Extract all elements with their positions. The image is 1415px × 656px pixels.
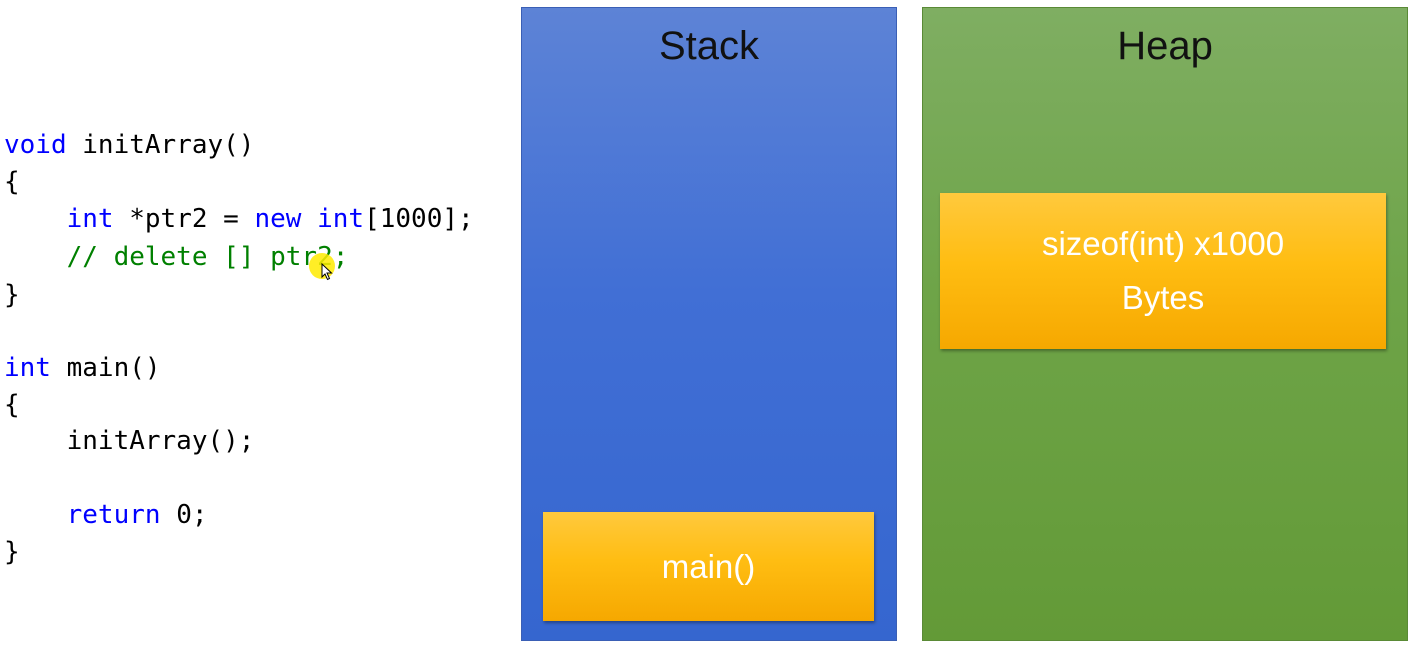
code-line: } — [4, 278, 20, 312]
code-text: initArray() — [66, 130, 255, 160]
stack-frame-main: main() — [543, 512, 874, 621]
heap-title: Heap — [1117, 24, 1213, 68]
code-text: } — [4, 537, 20, 567]
code-keyword: void — [4, 130, 67, 160]
code-keyword: new — [254, 204, 302, 234]
code-text: } — [4, 280, 20, 310]
code-line: { — [4, 388, 20, 422]
code-text: main() — [50, 353, 161, 383]
code-line: } — [4, 535, 20, 569]
code-line: return 0; — [4, 498, 208, 532]
code-line: void initArray() — [4, 128, 254, 162]
code-line: { — [4, 165, 20, 199]
code-text: 0; — [160, 500, 208, 530]
code-text: *ptr2 = — [113, 204, 255, 234]
heap-block-unit-label: Bytes — [1121, 279, 1205, 316]
code-text: [1000]; — [364, 204, 474, 234]
code-keyword: int — [317, 204, 365, 234]
code-text: { — [4, 390, 20, 420]
cursor-highlight — [309, 253, 335, 281]
code-keyword: return — [66, 500, 161, 530]
heap-block-size-label: sizeof(int) x1000 — [1041, 225, 1285, 262]
code-line: int *ptr2 = new int[1000]; — [4, 202, 474, 236]
code-text: { — [4, 167, 20, 197]
code-line: int main() — [4, 351, 161, 385]
code-line: // delete [] ptr2; — [4, 240, 349, 274]
heap-block: sizeof(int) x1000 Bytes — [940, 193, 1386, 349]
code-comment: // delete [] ptr2; — [4, 242, 349, 272]
code-line: initArray(); — [4, 424, 255, 458]
code-text — [4, 204, 67, 234]
code-keyword: int — [66, 204, 114, 234]
stack-title: Stack — [658, 24, 760, 68]
code-keyword: int — [4, 353, 51, 383]
code-text — [301, 204, 317, 234]
mouse-pointer-icon — [321, 263, 333, 281]
code-text — [4, 500, 67, 530]
code-text: initArray(); — [4, 426, 255, 456]
